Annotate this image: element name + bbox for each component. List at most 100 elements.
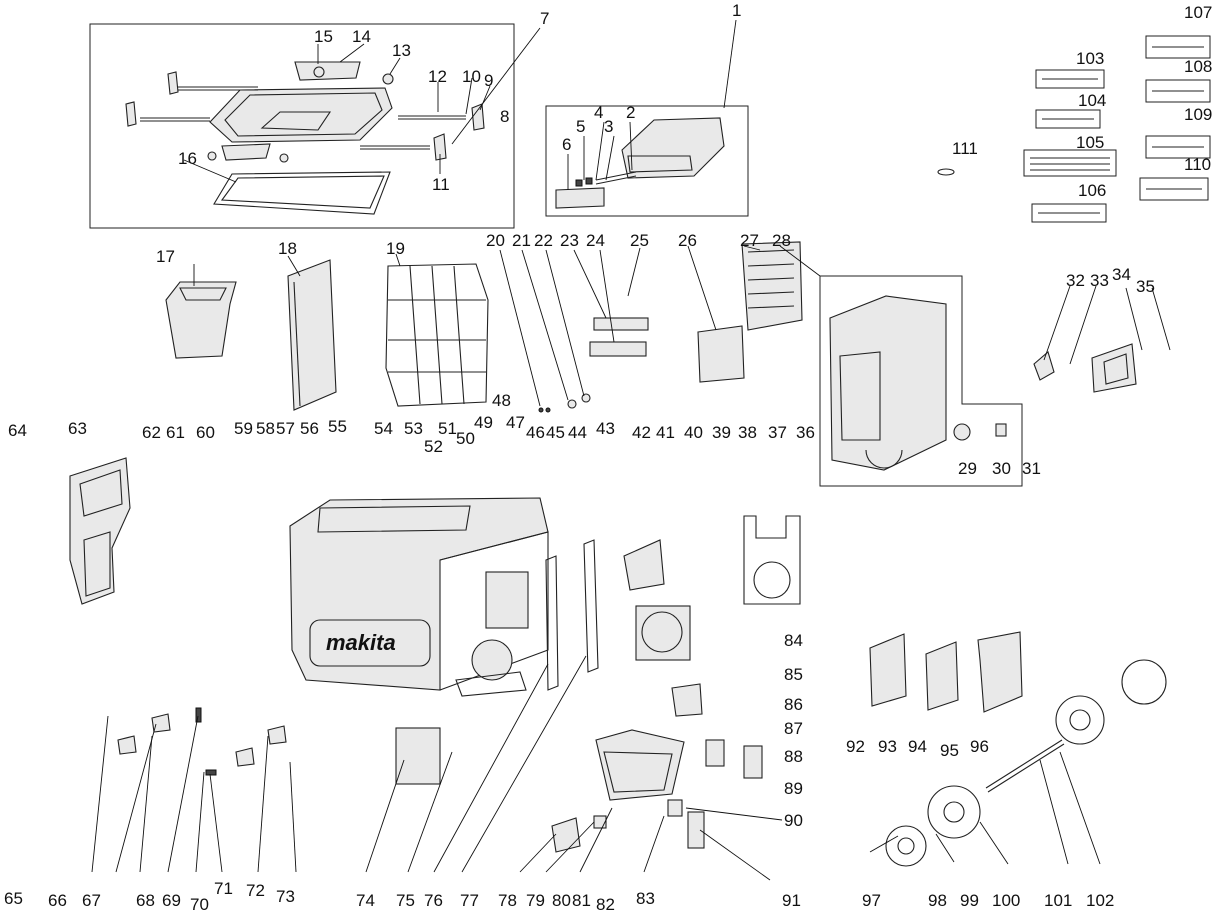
part-label-46: 46	[526, 423, 545, 442]
part-label-16: 16	[178, 149, 197, 168]
part-label-62: 62	[142, 423, 161, 442]
part-label-51: 51	[438, 419, 457, 438]
part-label-32: 32	[1066, 271, 1085, 290]
part-label-106: 106	[1078, 181, 1106, 200]
part-label-102: 102	[1086, 891, 1114, 910]
part-label-6: 6	[562, 135, 571, 154]
part-label-5: 5	[576, 117, 585, 136]
part-label-9: 9	[484, 71, 493, 90]
part-label-69: 69	[162, 891, 181, 910]
part-label-27: 27	[740, 231, 759, 250]
part-label-85: 85	[784, 665, 803, 684]
part-label-22: 22	[534, 231, 553, 250]
part-label-89: 89	[784, 779, 803, 798]
part-label-11: 11	[432, 175, 450, 194]
part-label-83: 83	[636, 889, 655, 908]
leader-lines	[91, 19, 1171, 881]
part-label-4: 4	[594, 103, 603, 122]
part-label-97: 97	[862, 891, 881, 910]
part-label-82: 82	[596, 895, 615, 914]
main-cooler-body: makita	[289, 497, 549, 697]
part-label-38: 38	[738, 423, 757, 442]
part-label-20: 20	[486, 231, 505, 250]
part-label-94: 94	[908, 737, 927, 756]
wheel-and-electronics	[869, 631, 1167, 867]
part-label-81: 81	[572, 891, 591, 910]
part-label-29: 29	[958, 459, 977, 478]
part-label-98: 98	[928, 891, 947, 910]
part-label-54: 54	[374, 419, 393, 438]
part-label-2: 2	[626, 103, 635, 122]
part-label-7: 7	[540, 9, 549, 28]
part-label-59: 59	[234, 419, 253, 438]
part-label-104: 104	[1078, 91, 1106, 110]
part-label-31: 31	[1022, 459, 1041, 478]
part-label-25: 25	[630, 231, 649, 250]
part-label-56: 56	[300, 419, 319, 438]
part-label-53: 53	[404, 419, 423, 438]
part-label-57: 57	[276, 419, 295, 438]
part-label-58: 58	[256, 419, 275, 438]
part-label-36: 36	[796, 423, 815, 442]
part-label-61: 61	[166, 423, 185, 442]
part-label-23: 23	[560, 231, 579, 250]
part-label-34: 34	[1112, 265, 1131, 284]
part-label-88: 88	[784, 747, 803, 766]
part-label-24: 24	[586, 231, 605, 250]
part-label-33: 33	[1090, 271, 1109, 290]
part-label-28: 28	[772, 231, 791, 250]
part-label-10: 10	[462, 67, 481, 86]
part-label-91: 91	[782, 891, 801, 910]
part-label-86: 86	[784, 695, 803, 714]
part-label-63: 63	[68, 419, 87, 438]
part-label-84: 84	[784, 631, 803, 650]
part-label-19: 19	[386, 239, 405, 258]
part-label-80: 80	[552, 891, 571, 910]
lower-base-tray	[395, 683, 763, 853]
part-label-42: 42	[632, 423, 651, 442]
part-label-43: 43	[596, 419, 615, 438]
part-label-103: 103	[1076, 49, 1104, 68]
part-label-35: 35	[1136, 277, 1155, 296]
part-label-40: 40	[684, 423, 703, 442]
part-label-14: 14	[352, 27, 371, 46]
panel-parts-20-26	[538, 241, 803, 413]
part-label-44: 44	[568, 423, 587, 442]
part-label-110: 110	[1184, 155, 1211, 174]
part-label-77: 77	[460, 891, 479, 910]
lid-assembly-group-box	[89, 23, 515, 229]
part-label-30: 30	[992, 459, 1011, 478]
rear-housing-group-box	[819, 275, 1023, 487]
part-label-70: 70	[190, 895, 209, 914]
part-label-37: 37	[768, 423, 787, 442]
part-label-100: 100	[992, 891, 1020, 910]
part-label-90: 90	[784, 811, 803, 830]
part-label-108: 108	[1184, 57, 1212, 76]
part-label-95: 95	[940, 741, 959, 760]
brand-logo: makita	[326, 630, 396, 655]
front-handle	[69, 457, 131, 605]
part-label-92: 92	[846, 737, 865, 756]
part-label-47: 47	[506, 413, 525, 432]
part-label-111: 111	[952, 139, 978, 158]
part-label-99: 99	[960, 891, 979, 910]
part-label-45: 45	[546, 423, 565, 442]
part-label-52: 52	[424, 437, 443, 456]
part-label-65: 65	[4, 889, 23, 908]
part-label-39: 39	[712, 423, 731, 442]
part-label-78: 78	[498, 891, 517, 910]
part-label-93: 93	[878, 737, 897, 756]
inner-bin-divider-basket	[165, 259, 489, 411]
part-label-72: 72	[246, 881, 265, 900]
part-label-3: 3	[604, 117, 613, 136]
part-label-50: 50	[456, 429, 475, 448]
part-label-76: 76	[424, 891, 443, 910]
part-label-49: 49	[474, 413, 493, 432]
part-label-67: 67	[82, 891, 101, 910]
part-label-79: 79	[526, 891, 545, 910]
part-label-41: 41	[656, 423, 675, 442]
part-label-101: 101	[1044, 891, 1072, 910]
part-label-8: 8	[500, 107, 509, 126]
accessory-cables	[937, 35, 1211, 223]
